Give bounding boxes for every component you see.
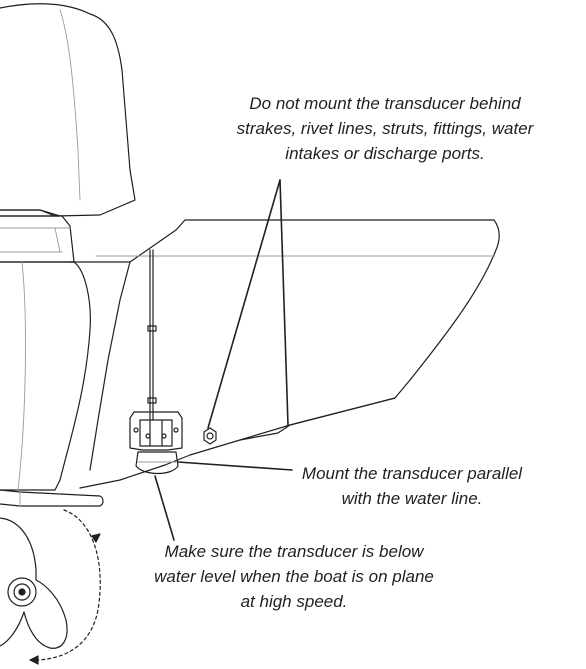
callout-line: strakes, rivet lines, struts, fittings, …	[236, 119, 534, 138]
leader-lines	[154, 179, 293, 541]
rotation-arrow-top	[91, 533, 101, 543]
callout-line: Mount the transducer parallel	[301, 464, 523, 483]
leader-to-sensor-parallel	[177, 461, 293, 471]
callout-line: with the water line.	[341, 489, 483, 508]
transducer-assembly	[129, 249, 183, 475]
callout-line: at high speed.	[240, 592, 348, 611]
motor-lower-cowl	[0, 215, 75, 263]
motor-cowling-band	[0, 209, 61, 217]
motor-midsection	[0, 261, 91, 491]
hull-transom-edge	[89, 261, 131, 471]
outboard-motor	[0, 3, 136, 491]
transducer-bracket	[129, 411, 183, 451]
cavitation-plate	[0, 489, 104, 507]
transducer-bracket-inner	[139, 419, 173, 447]
hull-outline	[69, 219, 500, 489]
propeller	[0, 509, 101, 665]
rotation-arrow-bottom	[29, 655, 39, 665]
callout-mounting-restrictions: Do not mount the transducer behind strak…	[195, 91, 575, 166]
hull-fitting	[203, 427, 217, 445]
callout-line: water level when the boat is on plane	[154, 567, 434, 586]
motor-cowling-inner	[59, 9, 81, 201]
transducer-cable	[149, 249, 154, 421]
motor-cowling-outline	[0, 3, 136, 217]
propeller-hub	[7, 577, 37, 607]
cable-clip-bottom	[147, 397, 157, 404]
motor-midsection-left	[17, 261, 26, 491]
propeller-blades	[0, 517, 68, 649]
rotation-arc	[37, 509, 101, 661]
leader-to-sensor-below	[154, 475, 175, 541]
transducer-sensor	[135, 451, 179, 475]
boat-hull	[69, 219, 500, 489]
callout-line: intakes or discharge ports.	[285, 144, 485, 163]
leader-to-step	[279, 179, 289, 426]
leader-to-fitting	[207, 179, 281, 429]
callout-line: Do not mount the transducer behind	[249, 94, 521, 113]
cable-clip-top	[147, 325, 157, 332]
hull-bottom-step	[239, 397, 396, 441]
callout-line: Make sure the transducer is below	[164, 542, 424, 561]
callout-parallel-mounting: Mount the transducer parallel with the w…	[292, 461, 532, 511]
callout-water-level: Make sure the transducer is below water …	[150, 539, 438, 614]
motor-panel	[0, 227, 71, 253]
propeller-hub-inner	[13, 583, 31, 601]
